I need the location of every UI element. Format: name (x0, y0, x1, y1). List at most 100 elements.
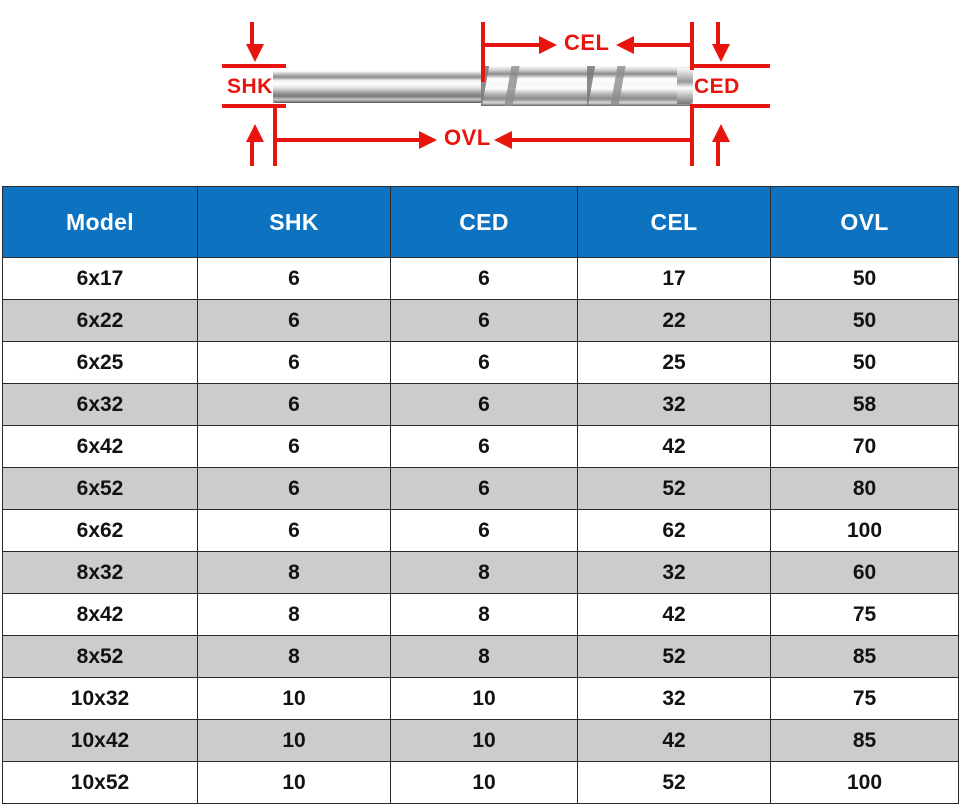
ced-label: CED (694, 75, 740, 98)
cell-model: 10x42 (2, 719, 198, 762)
cell-cel: 22 (577, 299, 771, 342)
column-header-ovl: OVL (770, 186, 959, 258)
cell-model: 8x42 (2, 593, 198, 636)
cell-ced: 6 (390, 425, 578, 468)
shk-arrow-stem-top (250, 22, 254, 46)
ovl-label: OVL (444, 125, 491, 150)
shk-arrow-up-icon (246, 124, 264, 142)
shk-extension-bottom (222, 104, 286, 108)
cell-shk: 6 (197, 341, 391, 384)
cell-shk: 10 (197, 761, 391, 804)
cell-model: 6x32 (2, 383, 198, 426)
ovl-leader-right (512, 138, 694, 142)
ovl-leader-left (273, 138, 421, 142)
cell-model: 6x25 (2, 341, 198, 384)
cell-ovl: 50 (770, 299, 959, 342)
cell-ced: 8 (390, 551, 578, 594)
column-header-ced: CED (390, 186, 578, 258)
shk-arrow-stem-bottom (250, 142, 254, 166)
cell-ced: 6 (390, 383, 578, 426)
cell-shk: 8 (197, 635, 391, 678)
cell-ovl: 50 (770, 257, 959, 300)
cell-model: 6x52 (2, 467, 198, 510)
cell-cel: 52 (577, 761, 771, 804)
ced-extension-bottom (690, 104, 770, 108)
shk-label: SHK (227, 75, 273, 98)
table-header-row: Model SHK CED CEL OVL (2, 186, 959, 258)
cell-ced: 10 (390, 761, 578, 804)
ovl-witness-left (273, 104, 277, 166)
cell-ovl: 75 (770, 677, 959, 720)
ovl-arrow-right-icon (419, 131, 437, 149)
cel-leader-left (481, 43, 541, 47)
cell-model: 8x32 (2, 551, 198, 594)
cell-ovl: 100 (770, 509, 959, 552)
cel-arrow-left-icon (616, 36, 634, 54)
cell-ced: 10 (390, 719, 578, 762)
cel-witness-right (690, 22, 694, 70)
cell-ovl: 80 (770, 467, 959, 510)
cell-shk: 10 (197, 677, 391, 720)
cell-cel: 42 (577, 593, 771, 636)
cell-shk: 6 (197, 467, 391, 510)
cel-witness-left (481, 22, 485, 82)
ced-extension-top (690, 64, 770, 68)
bit-flutes (481, 66, 693, 106)
cell-cel: 42 (577, 425, 771, 468)
cell-model: 6x62 (2, 509, 198, 552)
column-header-model: Model (2, 186, 198, 258)
cell-model: 8x52 (2, 635, 198, 678)
cell-model: 6x17 (2, 257, 198, 300)
cell-shk: 10 (197, 719, 391, 762)
ovl-arrow-left-icon (494, 131, 512, 149)
column-header-shk: SHK (197, 186, 391, 258)
cell-cel: 62 (577, 509, 771, 552)
cell-ovl: 50 (770, 341, 959, 384)
cell-cel: 32 (577, 551, 771, 594)
cell-ced: 6 (390, 341, 578, 384)
cel-arrow-right-icon (539, 36, 557, 54)
cell-shk: 6 (197, 257, 391, 300)
cell-model: 10x32 (2, 677, 198, 720)
cell-cel: 17 (577, 257, 771, 300)
cell-ovl: 60 (770, 551, 959, 594)
cell-ced: 10 (390, 677, 578, 720)
cell-ced: 6 (390, 257, 578, 300)
cell-shk: 6 (197, 299, 391, 342)
cell-ovl: 85 (770, 635, 959, 678)
cell-cel: 32 (577, 677, 771, 720)
shk-extension-top (222, 64, 286, 68)
ovl-witness-right (690, 104, 694, 166)
cell-ovl: 75 (770, 593, 959, 636)
router-bit-illustration (273, 66, 693, 106)
bit-tip (677, 68, 693, 104)
cell-cel: 42 (577, 719, 771, 762)
cell-shk: 6 (197, 425, 391, 468)
cell-ced: 6 (390, 509, 578, 552)
cell-cel: 25 (577, 341, 771, 384)
cel-leader-right (634, 43, 692, 47)
cell-cel: 52 (577, 467, 771, 510)
cell-shk: 8 (197, 593, 391, 636)
cell-ovl: 70 (770, 425, 959, 468)
cell-ovl: 100 (770, 761, 959, 804)
cell-ovl: 58 (770, 383, 959, 426)
column-header-cel: CEL (577, 186, 771, 258)
cell-ced: 6 (390, 299, 578, 342)
cell-model: 10x52 (2, 761, 198, 804)
cell-ovl: 85 (770, 719, 959, 762)
